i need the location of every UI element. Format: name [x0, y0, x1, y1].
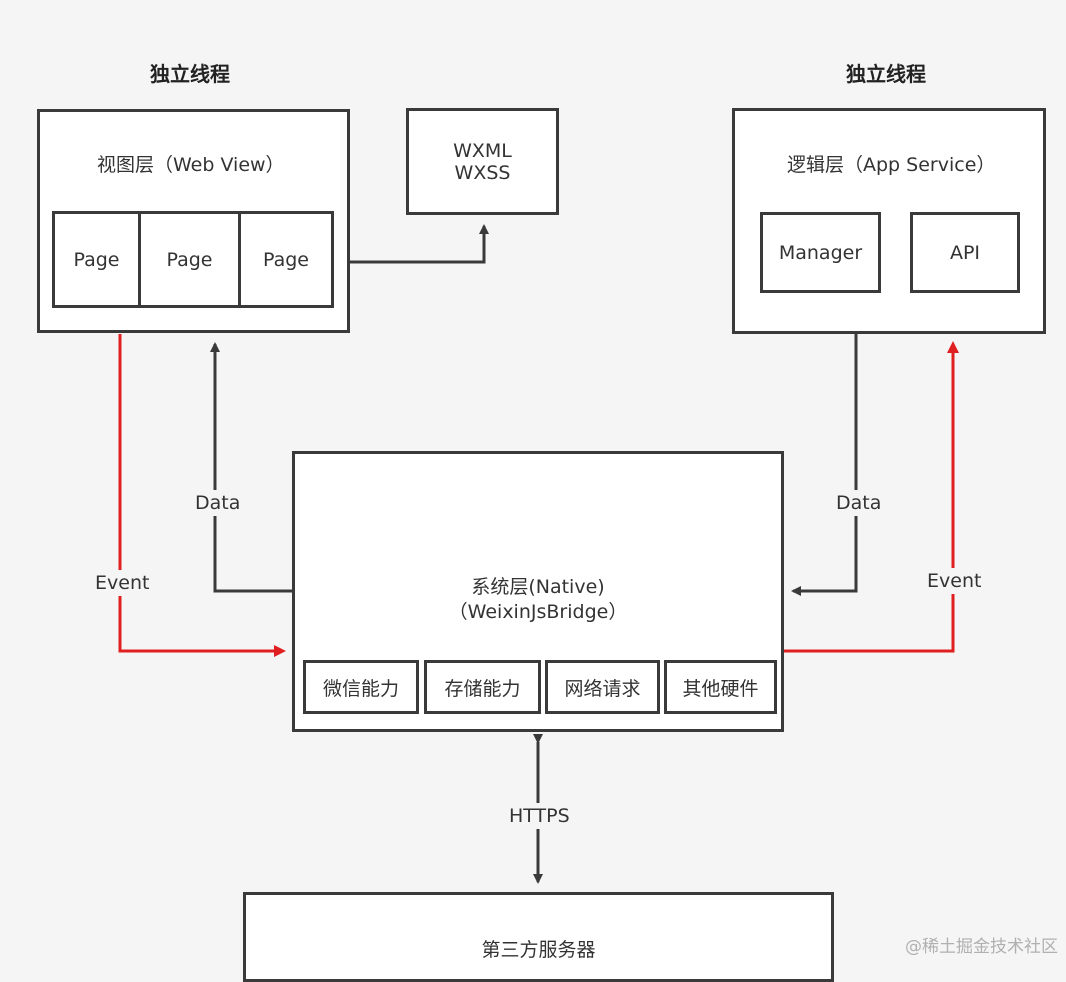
module-network-request: 网络请求 — [545, 660, 660, 714]
page-cell-2: Page — [138, 211, 241, 308]
page-cell-3: Page — [238, 211, 334, 308]
native-layer-title: 系统层(Native) — [471, 576, 605, 598]
wxml-wxss-box: WXML WXSS — [406, 108, 559, 215]
wxml-label: WXML — [453, 139, 512, 162]
left-event-label: Event — [93, 570, 152, 596]
module-wechat-capability: 微信能力 — [303, 660, 419, 714]
left-event-connector — [118, 334, 286, 657]
right-data-label: Data — [834, 490, 884, 516]
api-cell: API — [910, 212, 1020, 293]
left-thread-heading: 独立线程 — [150, 62, 230, 86]
right-event-connector — [784, 341, 959, 653]
module-storage-capability: 存储能力 — [424, 660, 541, 714]
watermark: @稀土掘金技术社区 — [905, 937, 1058, 957]
module-other-hardware: 其他硬件 — [664, 660, 777, 714]
third-party-server-title: 第三方服务器 — [481, 939, 596, 961]
manager-cell: Manager — [760, 212, 881, 293]
right-event-label: Event — [925, 568, 984, 594]
view-layer-title: 视图层（Web View） — [97, 154, 285, 176]
left-data-connector — [210, 342, 294, 593]
page-cell-1: Page — [52, 211, 141, 308]
wxss-label: WXSS — [454, 161, 511, 184]
native-layer-subtitle: （WeixinJsBridge） — [448, 601, 628, 623]
right-data-connector — [791, 334, 858, 596]
https-label: HTTPS — [507, 803, 572, 829]
right-thread-heading: 独立线程 — [846, 62, 926, 86]
third-party-server-box: 第三方服务器 — [243, 892, 834, 982]
left-data-label: Data — [193, 490, 243, 516]
page-to-wxml-connector — [334, 224, 489, 264]
logic-layer-title: 逻辑层（App Service） — [787, 154, 996, 176]
